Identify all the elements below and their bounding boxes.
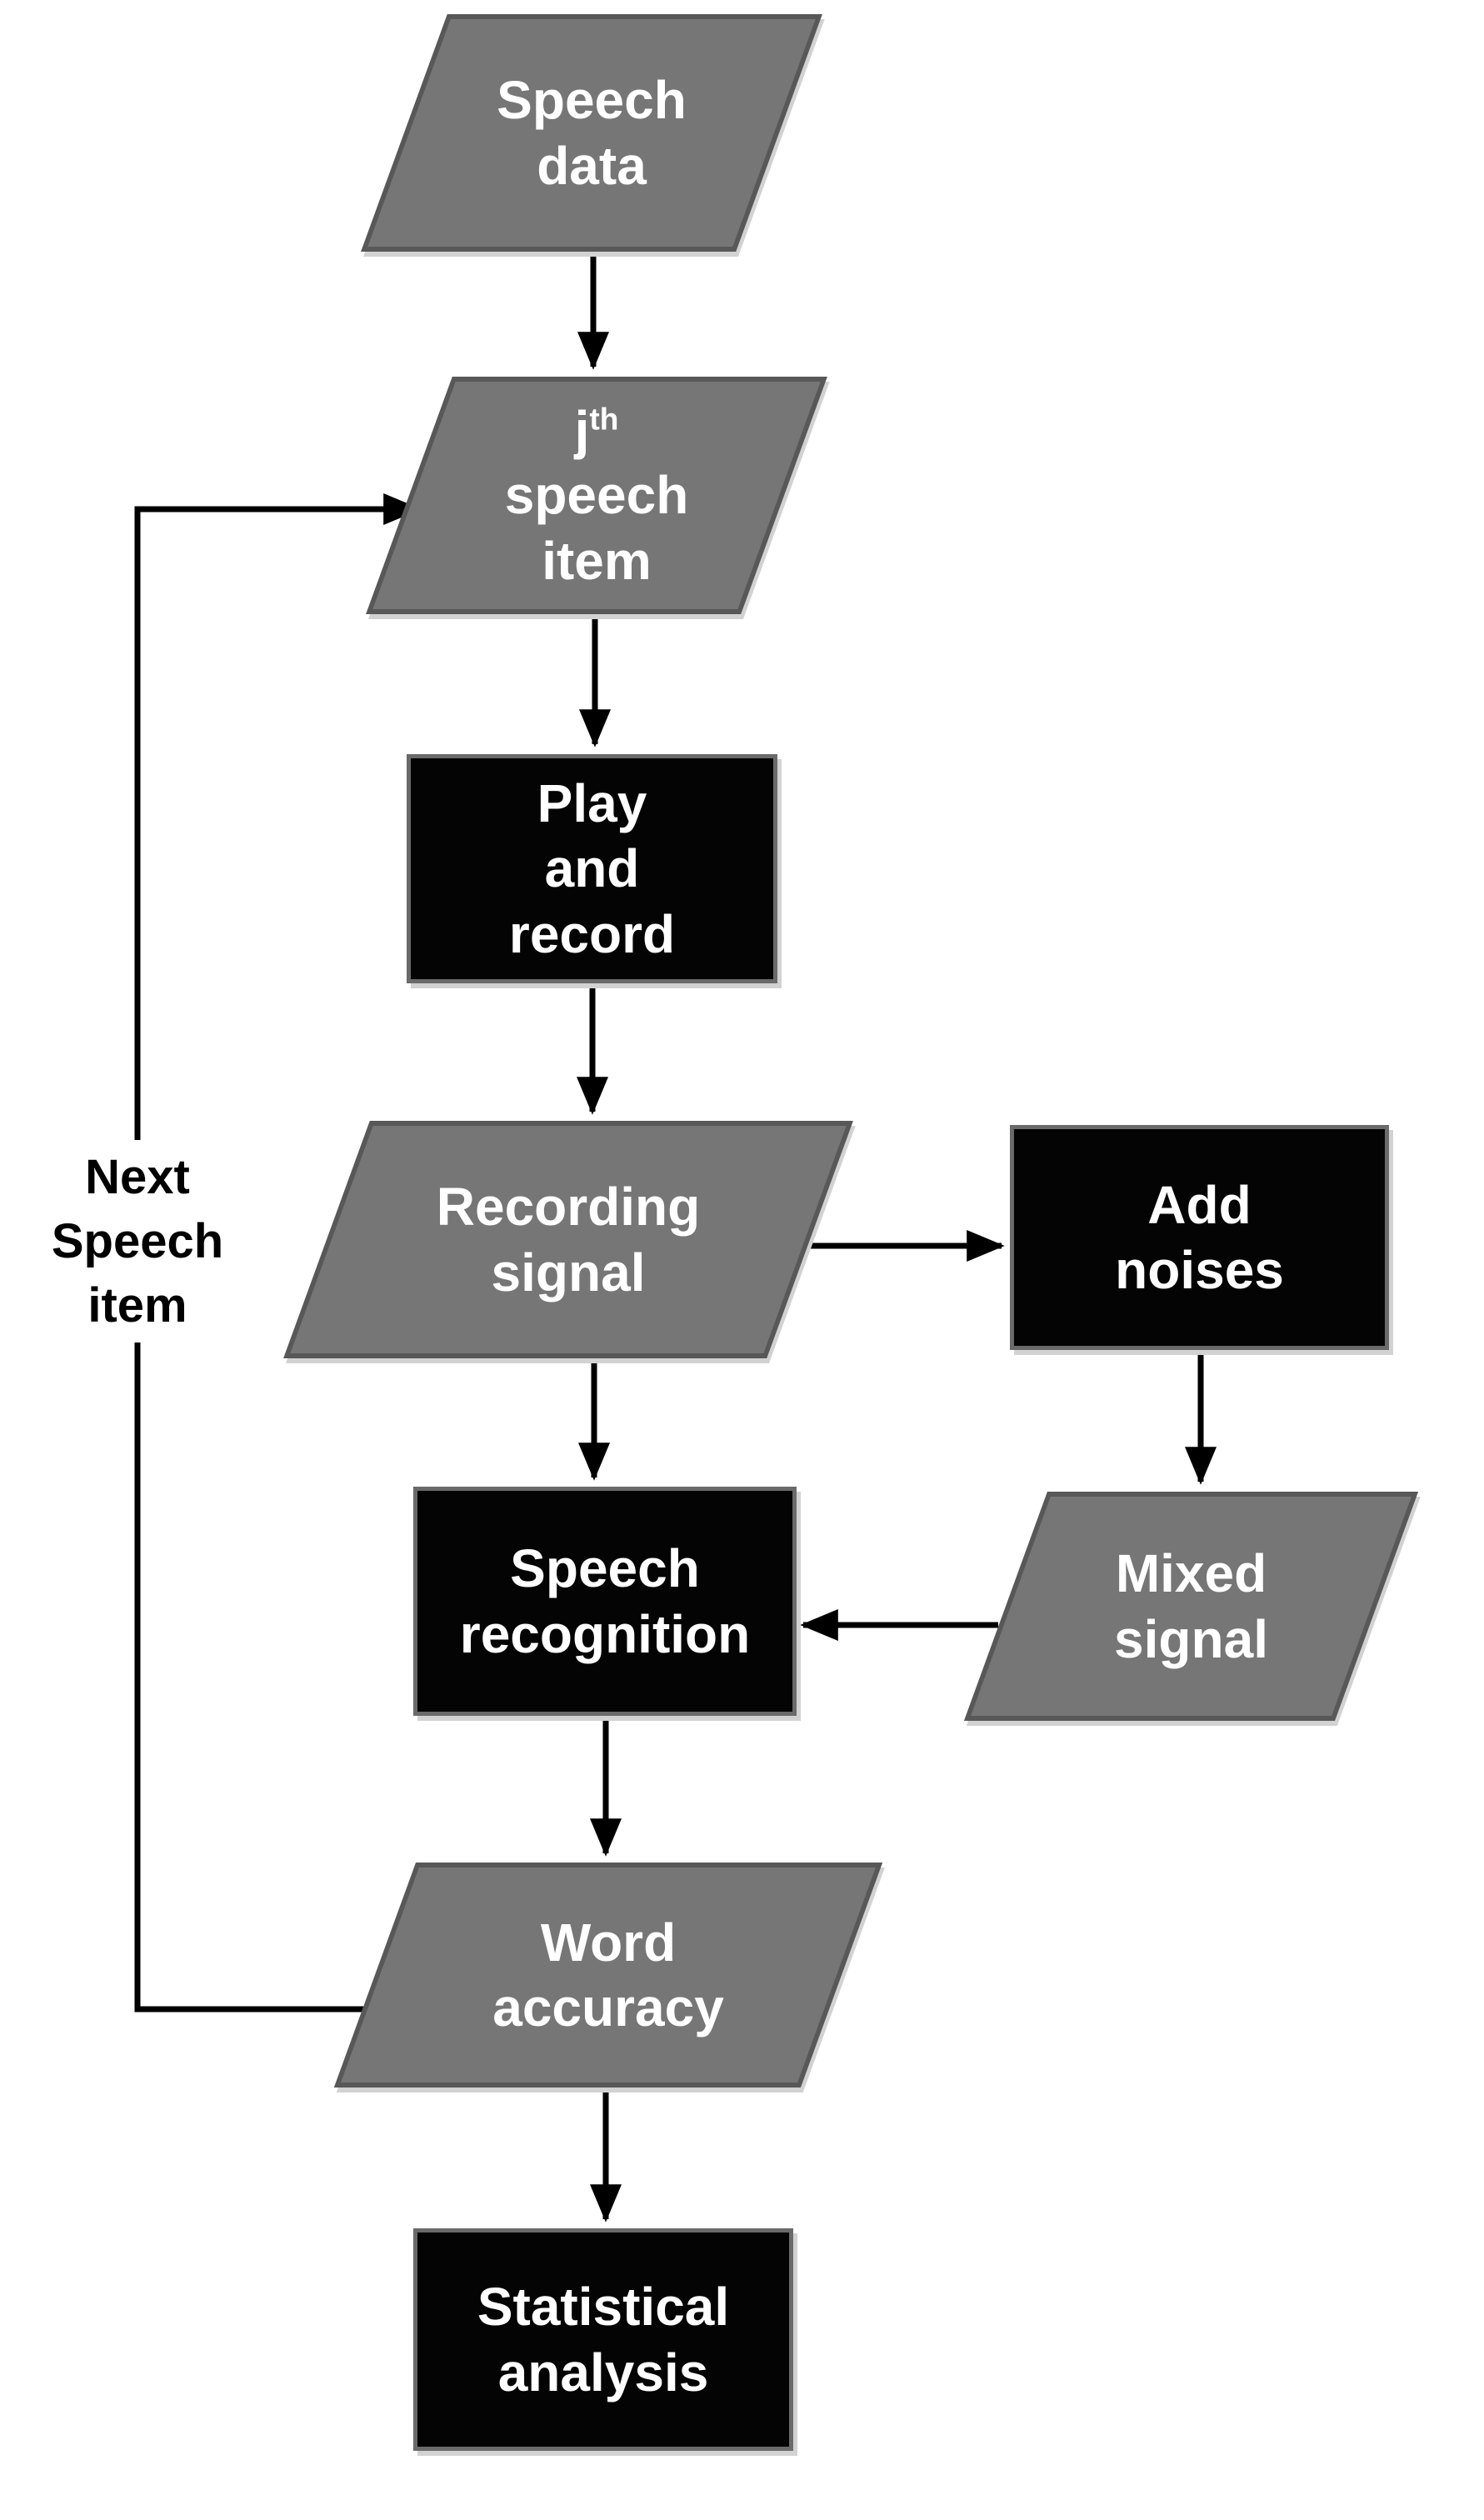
jth-prefix: j (574, 400, 590, 461)
node-recording-signal-label: Recording signal (436, 1177, 701, 1302)
node-speech-data-label: Speech data (497, 70, 687, 196)
node-add-noises: Add noises (1010, 1125, 1389, 1350)
node-speech-recognition: Speech recognition (413, 1487, 797, 1716)
process-shape (413, 1487, 797, 1716)
jth-rest: speech item (504, 465, 689, 591)
node-speech-data: Speech data (361, 14, 822, 252)
node-recording-signal: Recording signal (283, 1121, 853, 1358)
process-shape (1010, 1125, 1389, 1350)
node-jth-speech-item: jth speech item (366, 377, 827, 614)
process-shape (407, 754, 777, 983)
node-word-accuracy-label: Word accuracy (492, 1912, 724, 2038)
node-statistical-analysis-label: Statistical analysis (477, 2277, 730, 2402)
node-mixed-signal-label: Mixed signal (1114, 1543, 1268, 1669)
node-play-and-record-label: Play and record (508, 773, 676, 964)
node-jth-speech-item-label: jth speech item (409, 377, 784, 614)
edge-label-next-speech-item: Next Speech item (0, 1140, 283, 1343)
node-play-and-record: Play and record (407, 754, 777, 983)
node-add-noises-label: Add noises (1115, 1174, 1284, 1300)
node-word-accuracy: Word accuracy (333, 1862, 883, 2088)
node-speech-recognition-label: Speech recognition (459, 1538, 751, 1664)
process-shape (413, 2228, 793, 2451)
node-mixed-signal: Mixed signal (963, 1492, 1419, 1721)
jth-superscript: th (589, 402, 619, 438)
jth-line: jth (575, 398, 619, 462)
node-statistical-analysis: Statistical analysis (413, 2228, 793, 2451)
